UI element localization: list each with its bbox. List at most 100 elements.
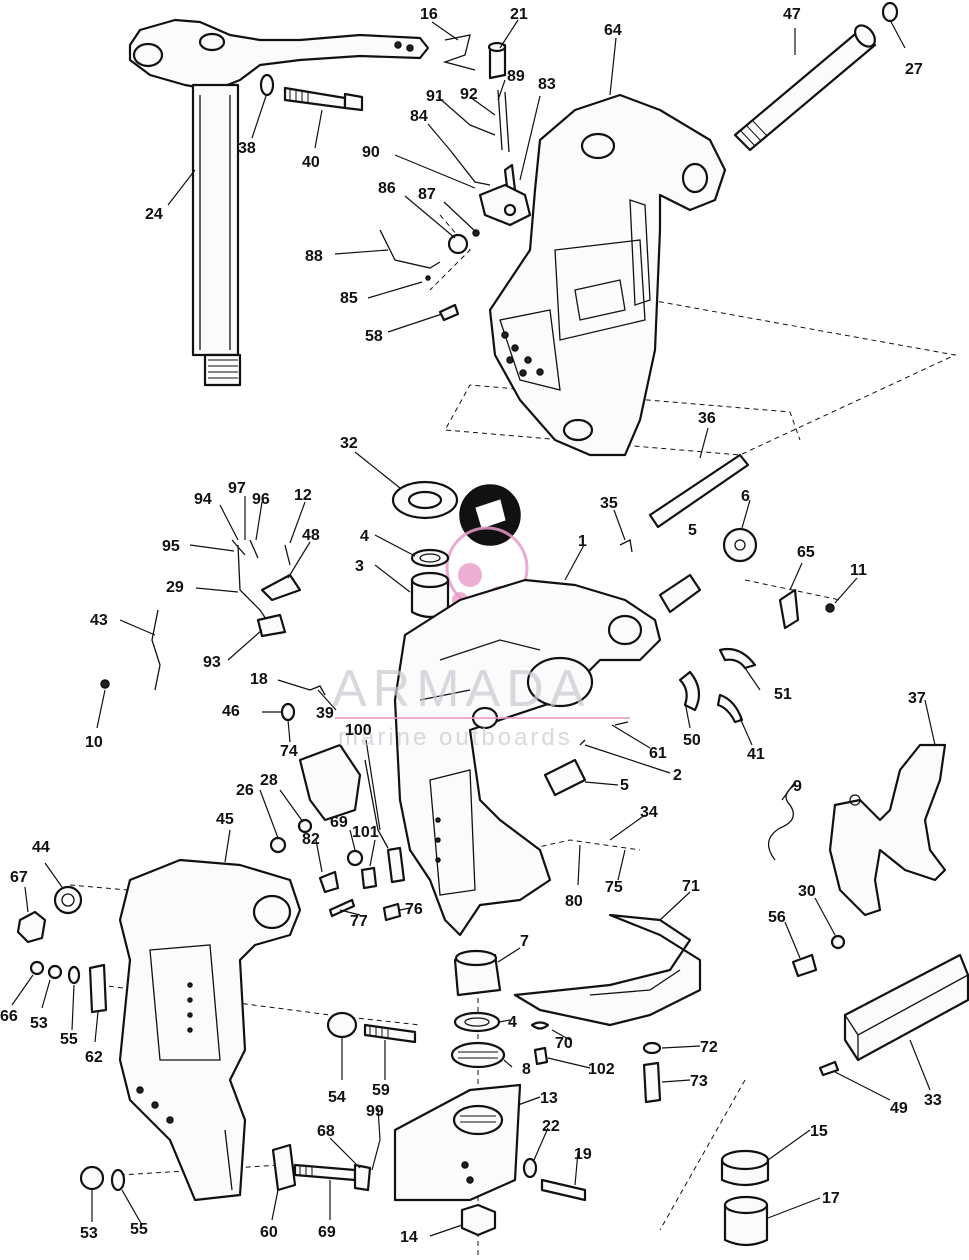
label-89: 89 [507,68,525,85]
seal-32 [391,480,459,520]
label-26: 26 [236,782,254,799]
label-3: 3 [355,558,364,575]
label-24: 24 [145,206,163,223]
label-47: 47 [783,6,801,23]
label-74: 74 [280,743,298,760]
label-39: 39 [316,705,334,722]
linkage-parts [379,34,532,322]
rod-36 [648,453,750,529]
label-77: 77 [350,913,368,930]
bolt-40 [283,86,364,112]
label-60: 60 [260,1224,278,1241]
label-27: 27 [905,61,923,78]
mount-17 [723,1195,769,1247]
label-80: 80 [565,893,583,910]
label-75: 75 [605,879,623,896]
label-92: 92 [460,86,478,103]
label-49: 49 [890,1100,908,1117]
label-55-bottom: 55 [130,1221,148,1238]
label-87: 87 [418,186,436,203]
label-44: 44 [32,839,50,856]
watermark-brand: ARMADA [332,660,590,718]
label-19: 19 [574,1146,592,1163]
label-73: 73 [690,1073,708,1090]
label-18: 18 [250,671,268,688]
label-72: 72 [700,1039,718,1056]
label-2: 2 [673,767,682,784]
label-14: 14 [400,1229,418,1246]
cable-parts [100,539,302,691]
label-30: 30 [798,883,816,900]
small-parts-mid [280,539,835,746]
label-55-top: 55 [60,1031,78,1048]
label-34: 34 [640,804,658,821]
label-48: 48 [302,527,320,544]
label-46: 46 [222,703,240,720]
label-82: 82 [302,831,320,848]
label-21: 21 [510,6,528,23]
label-45: 45 [216,811,234,828]
label-41: 41 [747,746,765,763]
washer-38 [259,73,275,97]
tilt-tube-47 [733,24,877,152]
label-61: 61 [649,745,667,762]
label-54: 54 [328,1089,346,1106]
small-parts-center [269,743,406,922]
label-102: 102 [588,1061,615,1078]
label-36: 36 [698,410,716,427]
steering-shaft-assembly [128,18,430,387]
label-7: 7 [520,933,529,950]
label-83: 83 [538,76,556,93]
label-35: 35 [600,495,618,512]
label-51: 51 [774,686,792,703]
washers-right [642,1041,662,1104]
label-22: 22 [542,1118,560,1135]
label-70: 70 [555,1035,573,1052]
label-4-lower: 4 [508,1014,517,1031]
label-16: 16 [420,6,438,23]
mount-15 [720,1149,770,1187]
label-100: 100 [345,722,372,739]
label-84: 84 [410,108,428,125]
bushing-5 [658,573,702,614]
tilt-arm-45 [118,858,302,1202]
label-85: 85 [340,290,358,307]
label-4-top: 4 [360,528,369,545]
bushing-4 [410,548,450,568]
label-71: 71 [682,878,700,895]
label-28: 28 [260,772,278,789]
label-97: 97 [228,480,246,497]
label-38: 38 [238,140,256,157]
label-1: 1 [578,533,587,550]
label-90: 90 [362,144,380,161]
label-96: 96 [252,491,270,508]
leader-lines [11,19,936,1237]
nuts-left [16,885,126,1192]
label-40: 40 [302,154,320,171]
label-64: 64 [604,22,622,39]
label-6: 6 [741,488,750,505]
label-86: 86 [378,180,396,197]
label-58: 58 [365,328,383,345]
label-99: 99 [366,1103,384,1120]
label-69-bottom: 69 [318,1224,336,1241]
label-95: 95 [162,538,180,555]
label-15: 15 [810,1123,828,1140]
label-91: 91 [426,88,444,105]
label-88: 88 [305,248,323,265]
block-33 [843,953,969,1062]
anode-plate-71 [513,913,702,1027]
label-93: 93 [203,654,221,671]
label-53-top: 53 [30,1015,48,1032]
label-12: 12 [294,487,312,504]
label-66: 66 [0,1008,18,1025]
ring-27 [881,1,899,23]
label-76: 76 [405,901,423,918]
label-29: 29 [166,579,184,596]
label-32: 32 [340,435,358,452]
label-10: 10 [85,734,103,751]
right-bracket-37 [828,743,947,917]
label-94: 94 [194,491,212,508]
lower-left-parts [271,1011,417,1192]
